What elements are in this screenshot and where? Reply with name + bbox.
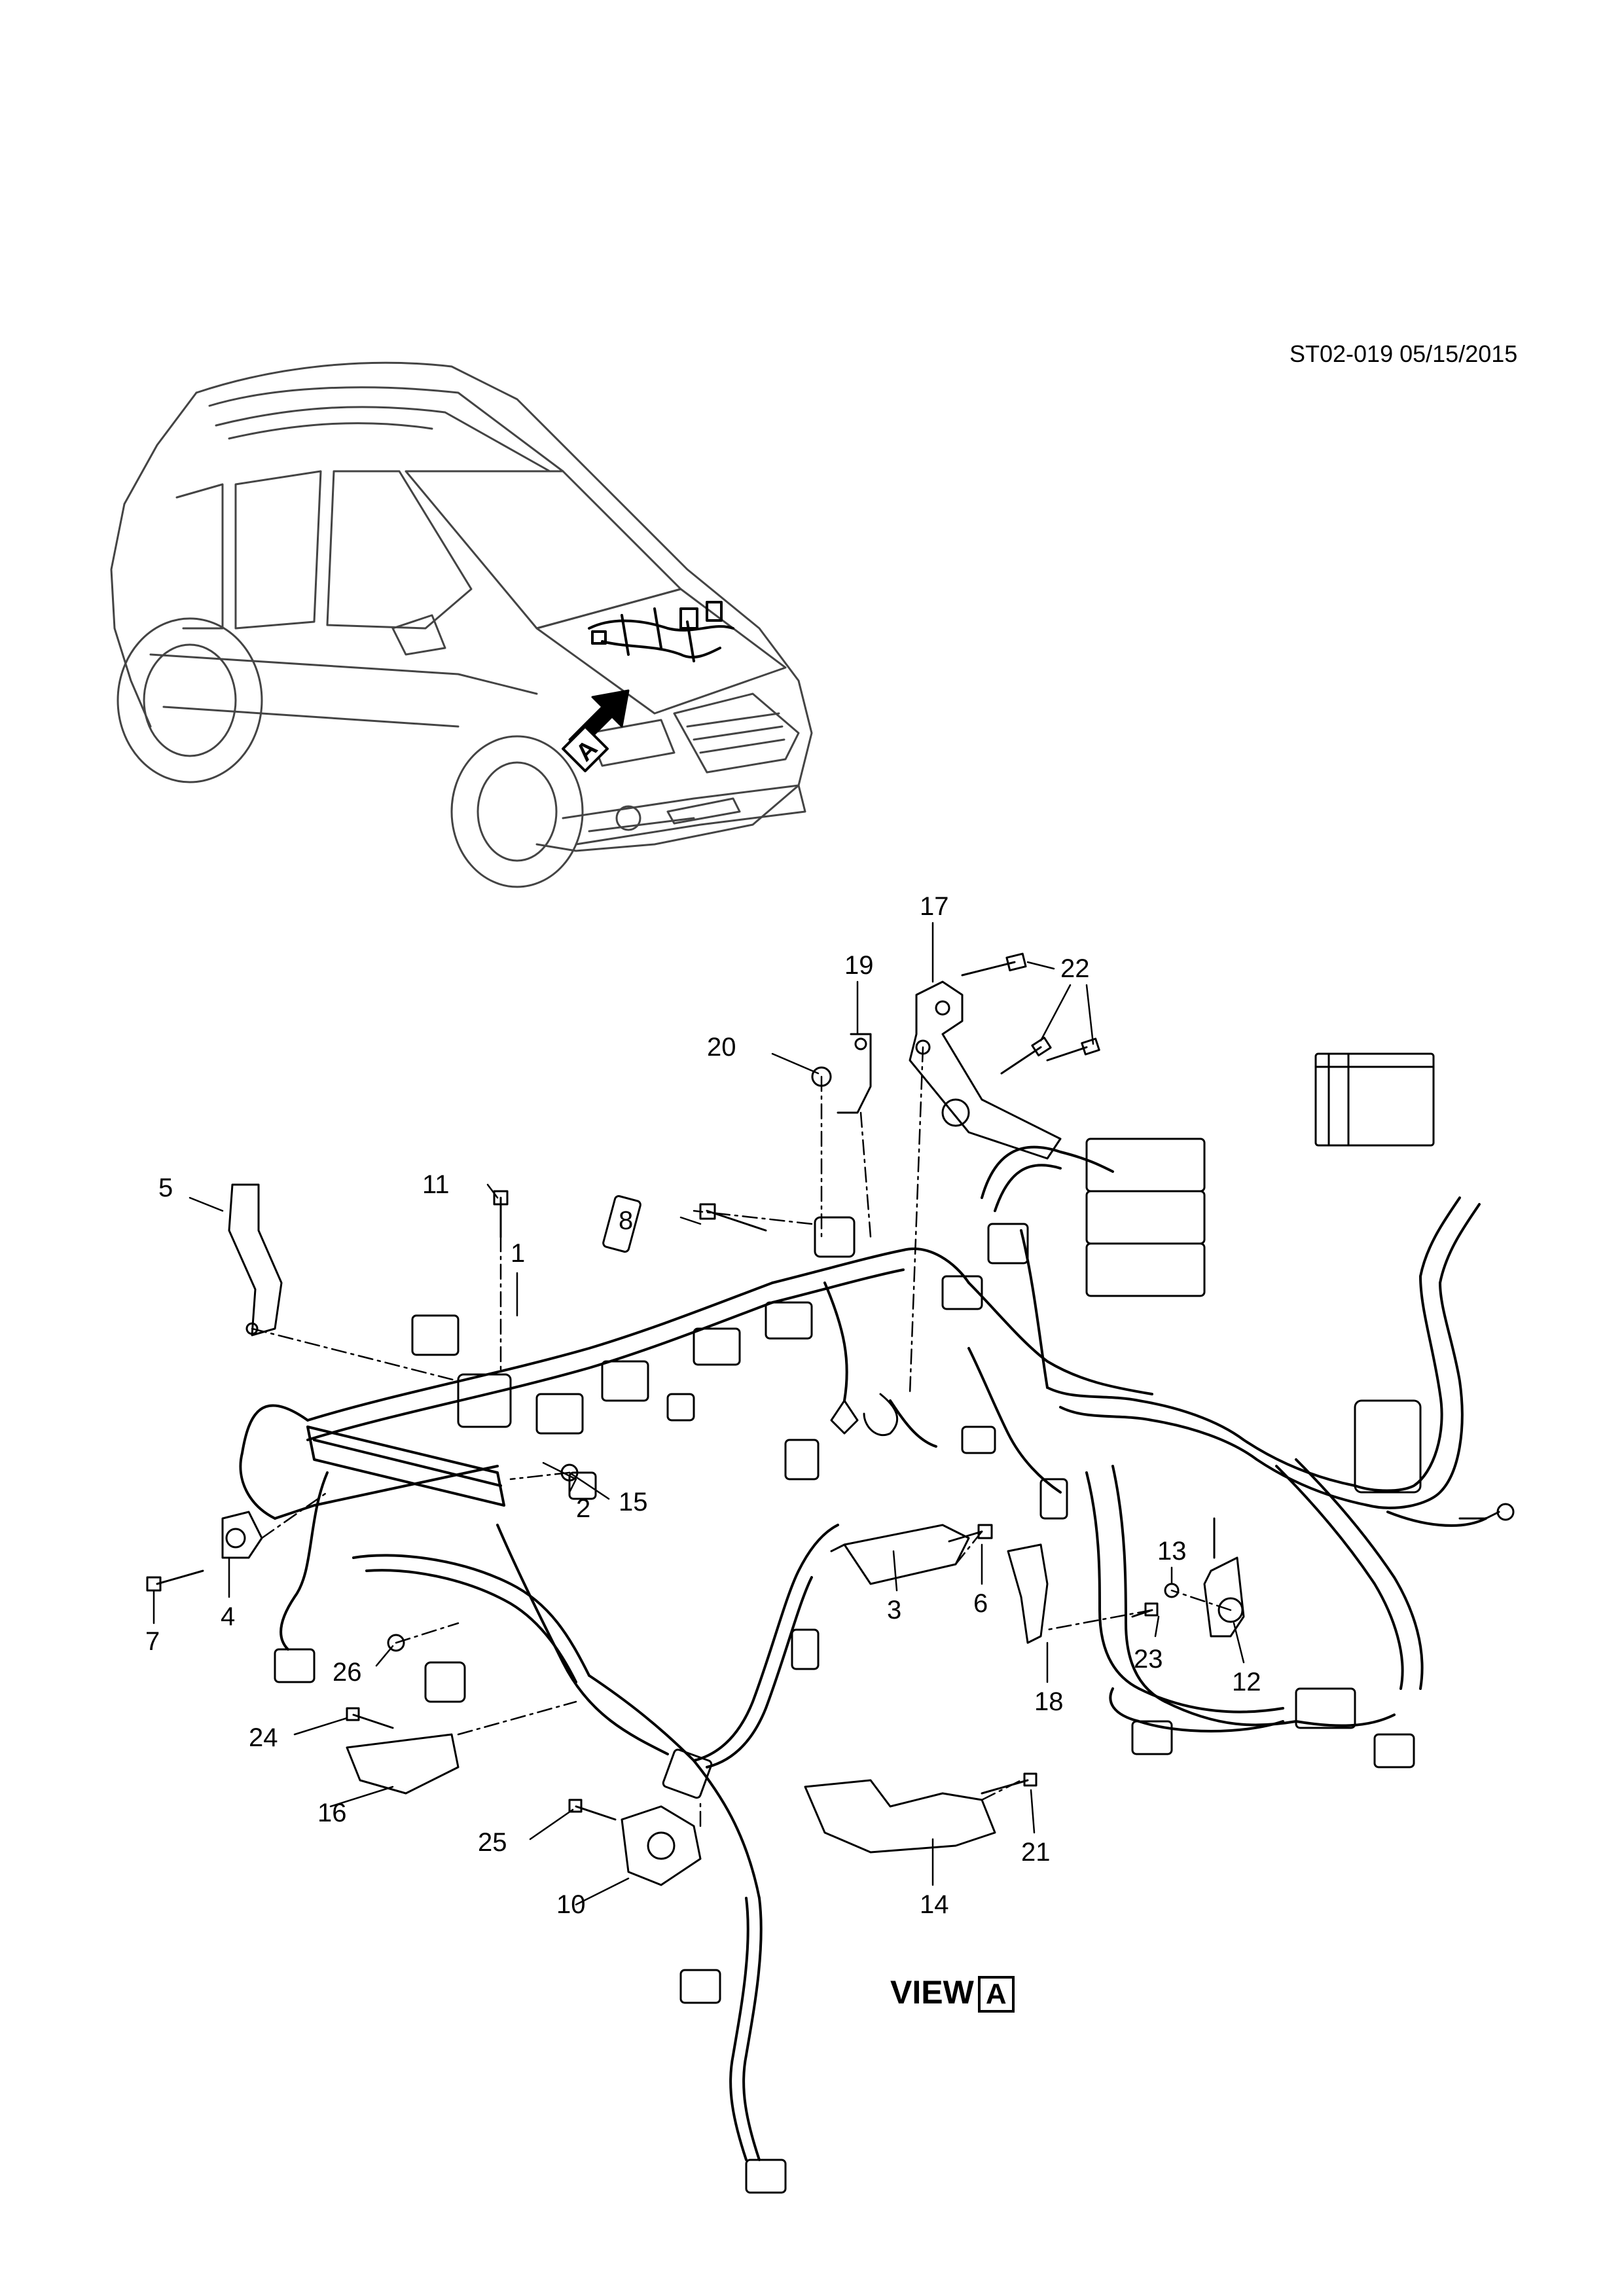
callout-11: 11 <box>422 1170 450 1199</box>
harness-connectors <box>274 1052 1515 2194</box>
engine-wiring-harness <box>239 1145 1487 2161</box>
vehicle-locator-illustration <box>110 361 813 888</box>
locator-harness-sketch <box>588 601 734 662</box>
view-letter-box: A <box>977 1976 1015 2013</box>
view-a-arrow-icon <box>562 689 630 772</box>
callout-23: 23 <box>1134 1645 1163 1674</box>
callout-19: 19 <box>844 951 874 980</box>
callout-25: 25 <box>478 1828 507 1857</box>
callout-24: 24 <box>249 1723 278 1752</box>
callout-17: 17 <box>920 892 949 921</box>
document-id: ST02-019 05/15/2015 <box>1290 340 1518 367</box>
callout-leader-lines <box>153 922 1245 1906</box>
callout-26: 26 <box>333 1658 362 1687</box>
callout-20: 20 <box>707 1033 736 1062</box>
view-label-text: VIEW <box>890 1974 974 2011</box>
callout-4: 4 <box>221 1602 236 1631</box>
callout-18: 18 <box>1034 1687 1064 1716</box>
callout-6: 6 <box>973 1589 988 1618</box>
callout-15: 15 <box>619 1488 648 1516</box>
callout-8: 8 <box>619 1206 634 1235</box>
callout-3: 3 <box>887 1596 902 1624</box>
callout-10: 10 <box>556 1890 586 1919</box>
callout-1: 1 <box>511 1239 526 1268</box>
callout-7: 7 <box>145 1627 160 1656</box>
callout-12: 12 <box>1232 1668 1261 1696</box>
callout-5: 5 <box>158 1174 173 1202</box>
callout-21: 21 <box>1021 1838 1051 1867</box>
callout-2: 2 <box>576 1494 591 1523</box>
callout-14: 14 <box>920 1890 949 1919</box>
alignment-lines <box>251 1046 1232 1827</box>
callout-16: 16 <box>317 1799 347 1827</box>
callout-22: 22 <box>1060 954 1090 983</box>
callout-13: 13 <box>1157 1537 1187 1566</box>
